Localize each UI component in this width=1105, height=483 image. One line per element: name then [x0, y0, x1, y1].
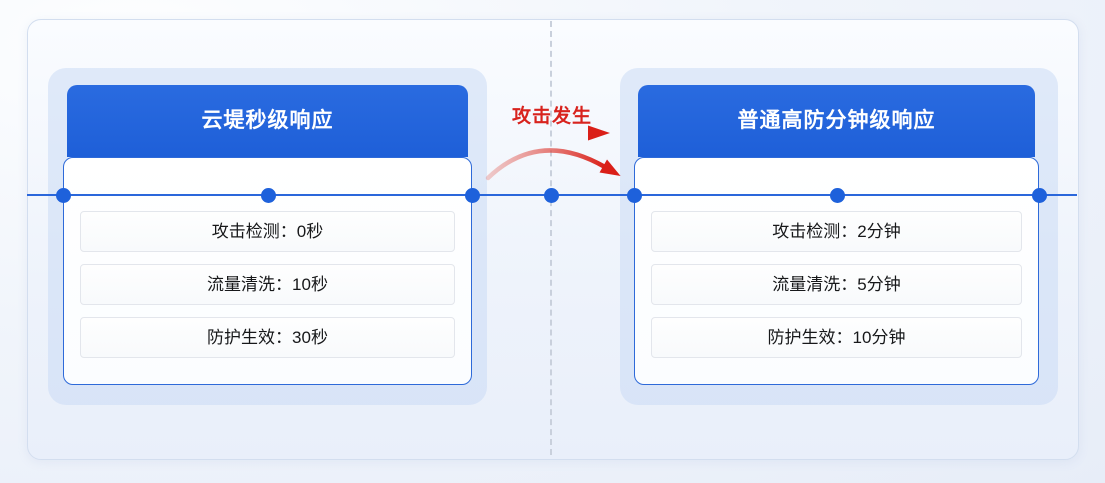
timeline-dot: [1032, 188, 1047, 203]
timeline-dot: [830, 188, 845, 203]
timeline-dot: [627, 188, 642, 203]
left-card-title: 云堤秒级响应: [67, 85, 468, 157]
center-divider-dashed-line: [550, 21, 552, 455]
timeline-dot: [261, 188, 276, 203]
curved-arrow-icon: [485, 148, 621, 181]
metric-row-protection-effective: 防护生效：30秒: [80, 317, 455, 358]
straight-arrow-icon: [498, 125, 610, 141]
metric-row-protection-effective: 防护生效：10分钟: [651, 317, 1022, 358]
attack-occurs-label: 攻击发生: [511, 106, 592, 127]
attack-arrows: [485, 125, 621, 181]
timeline-dot: [465, 188, 480, 203]
metric-row-traffic-scrubbing: 流量清洗：5分钟: [651, 264, 1022, 305]
metric-row-traffic-scrubbing: 流量清洗：10秒: [80, 264, 455, 305]
right-card-title: 普通高防分钟级响应: [638, 85, 1035, 157]
timeline-dot: [544, 188, 559, 203]
metric-row-attack-detection: 攻击检测：2分钟: [651, 211, 1022, 252]
timeline-dot: [56, 188, 71, 203]
metric-row-attack-detection: 攻击检测：0秒: [80, 211, 455, 252]
